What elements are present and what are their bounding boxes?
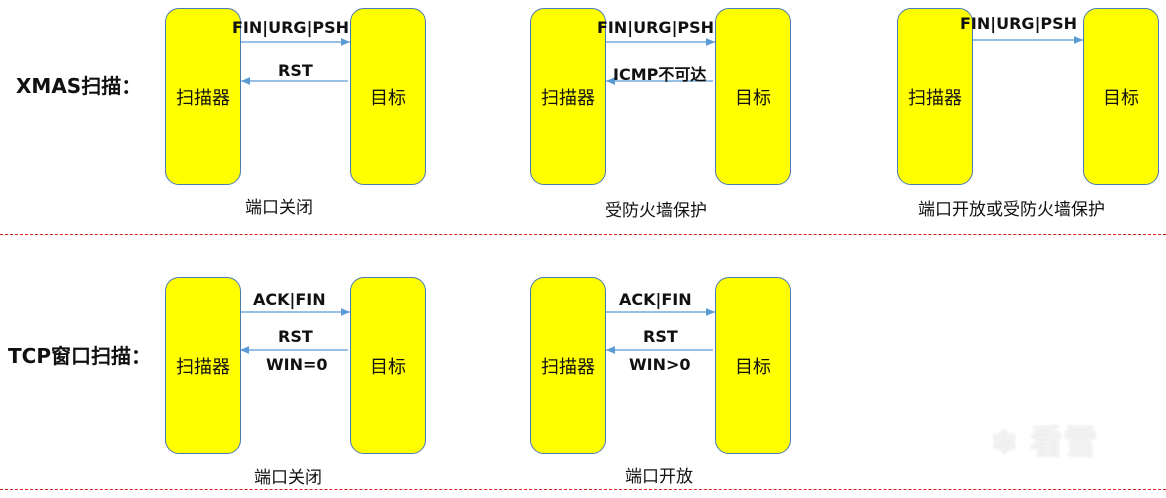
forward-label: FIN|URG|PSH [597, 18, 715, 37]
back-label: ICMP不可达 [613, 65, 707, 84]
caption: 端口关闭 [254, 468, 322, 488]
caption: 端口开放或受防火墙保护 [918, 200, 1105, 220]
xmas-scan-title: XMAS扫描： [16, 74, 142, 98]
window-label: WIN>0 [629, 355, 691, 374]
scanner-box: 扫描器 [897, 8, 973, 185]
window-label: WIN=0 [266, 355, 328, 374]
snowflake-icon: ❄ [990, 423, 1019, 463]
caption: 端口关闭 [245, 198, 313, 218]
tcp-window-scan-title: TCP窗口扫描： [8, 344, 151, 368]
caption: 端口开放 [625, 467, 693, 487]
target-box: 目标 [715, 8, 791, 185]
target-box: 目标 [350, 8, 426, 185]
back-label: RST [278, 327, 313, 346]
scanner-box: 扫描器 [530, 277, 606, 454]
divider [0, 489, 1166, 490]
forward-label: ACK|FIN [619, 290, 692, 309]
scanner-box: 扫描器 [165, 277, 241, 454]
target-box: 目标 [1083, 8, 1159, 185]
target-box: 目标 [350, 277, 426, 454]
scanner-box: 扫描器 [530, 8, 606, 185]
forward-label: ACK|FIN [253, 290, 326, 309]
scanner-box: 扫描器 [165, 8, 241, 185]
divider [0, 234, 1166, 235]
watermark-logo: ❄ 看雪 [990, 415, 1097, 464]
forward-label: FIN|URG|PSH [960, 14, 1078, 33]
caption: 受防火墙保护 [605, 201, 707, 221]
forward-label: FIN|URG|PSH [232, 18, 350, 37]
target-box: 目标 [715, 277, 791, 454]
back-label: RST [643, 327, 678, 346]
watermark-text: 看雪 [1029, 423, 1098, 463]
back-label: RST [278, 61, 313, 80]
